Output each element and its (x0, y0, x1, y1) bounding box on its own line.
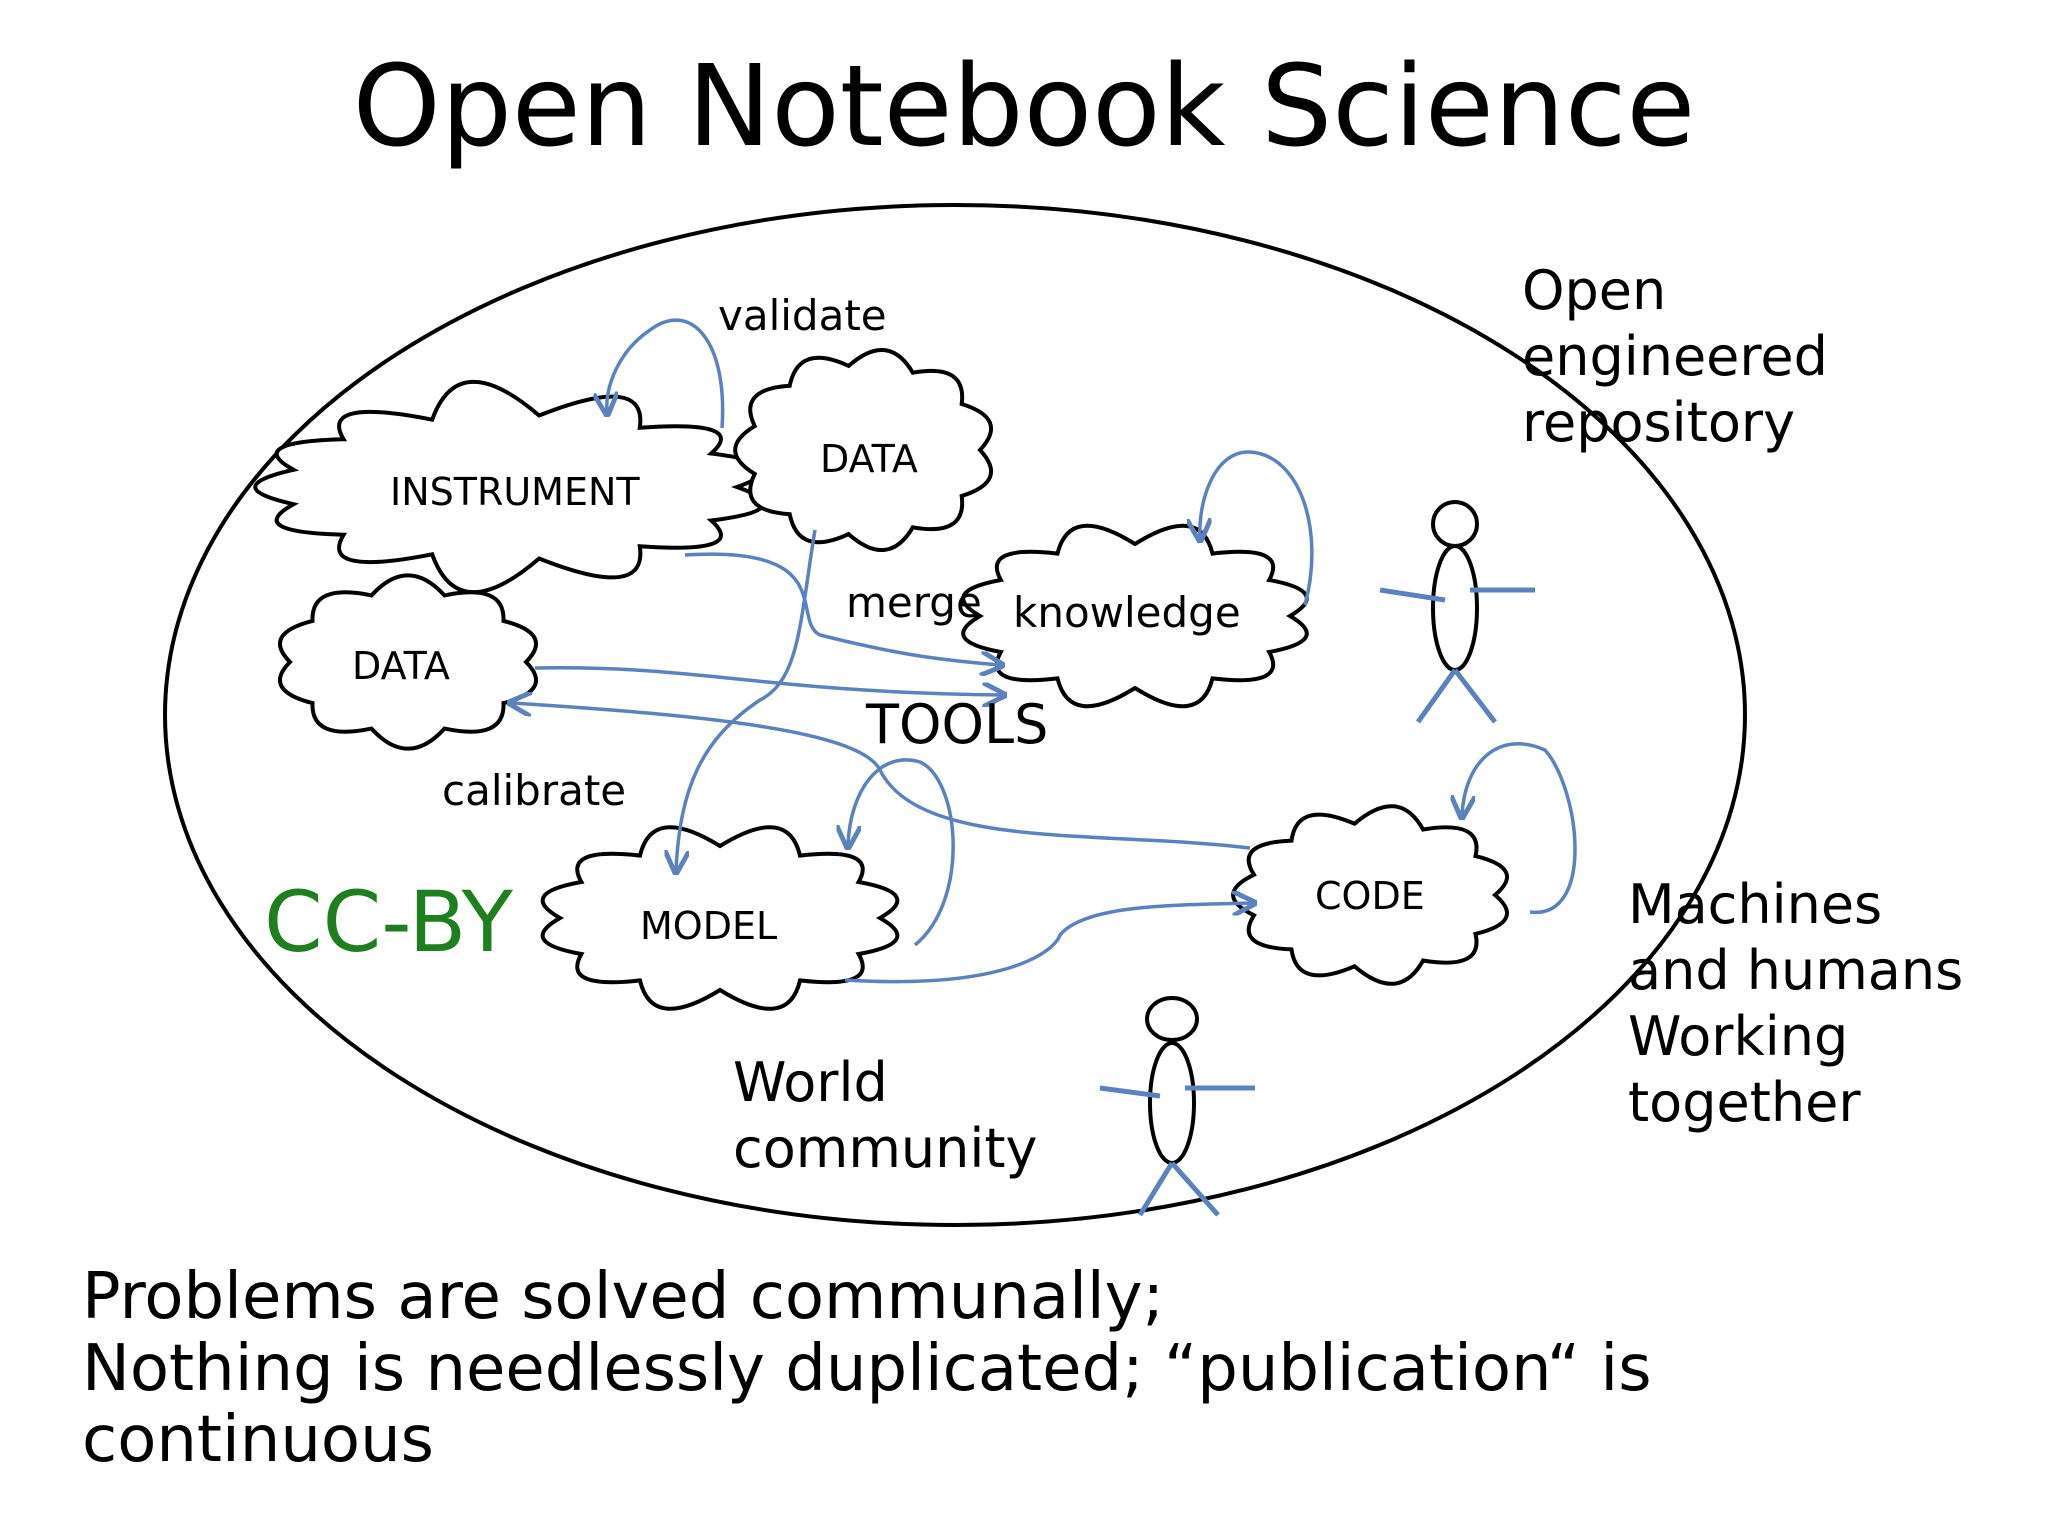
footer-statement: Problems are solved communally; Nothing … (82, 1260, 1652, 1478)
label-machines-and-humans: Machines and humans Working together (1628, 873, 1964, 1134)
edge-label-validate: validate (718, 291, 887, 340)
instrument-to-knowledge-arrow (684, 552, 1000, 665)
node-label-code: CODE (1315, 874, 1425, 918)
figure-head (1145, 996, 1199, 1042)
code-loop-arrow (1462, 742, 1577, 914)
node-label-knowledge: knowledge (1013, 588, 1241, 637)
validate-loop-arrow (607, 318, 725, 429)
figure-body (1431, 544, 1479, 672)
node-label-model: MODEL (640, 904, 778, 948)
node-label-data-top: DATA (820, 437, 918, 481)
edge-label-merge: merge (846, 578, 982, 627)
cloud-knowledge (961, 523, 1309, 709)
edge-label-tools: TOOLS (866, 693, 1049, 756)
figure-leg-right (1170, 1161, 1220, 1217)
figure-arm-left (1099, 1085, 1161, 1099)
node-label-data-left: DATA (352, 644, 450, 688)
figure-leg-left (1137, 1161, 1175, 1217)
slide-title: Open Notebook Science (352, 42, 1696, 172)
model-to-code-arrow (844, 903, 1252, 984)
figure-leg-right (1453, 668, 1497, 724)
label-open-engineered-repository: Open engineered repository (1522, 259, 1828, 454)
cloud-outline (961, 523, 1309, 709)
cloud-data-top (733, 348, 993, 552)
figure-head (1431, 500, 1479, 548)
cloud-outline (278, 573, 538, 751)
data-to-model-arrow (676, 529, 817, 870)
cloud-outline (540, 825, 900, 1011)
cloud-data-left (278, 573, 538, 751)
cloud-outline (253, 379, 766, 595)
knowledge-loop-arrow (1200, 450, 1314, 606)
cloud-outline (733, 348, 993, 552)
figure-leg-left (1415, 668, 1458, 724)
label-world-community: World community (733, 1051, 1038, 1180)
stick-figure-right (1379, 500, 1535, 724)
node-label-instrument: INSTRUMENT (390, 470, 640, 514)
cloud-model (540, 825, 900, 1011)
stick-figure-bottom (1099, 996, 1255, 1217)
license-label: CC-BY (264, 873, 513, 971)
figure-arm-left (1379, 587, 1446, 603)
data-to-tools-arrow (534, 666, 1002, 695)
model-loop-arrow (848, 758, 955, 947)
figure-body (1148, 1041, 1196, 1165)
cloud-instrument (253, 379, 766, 595)
repository-boundary (163, 203, 1747, 1227)
edge-label-calibrate: calibrate (442, 766, 627, 815)
